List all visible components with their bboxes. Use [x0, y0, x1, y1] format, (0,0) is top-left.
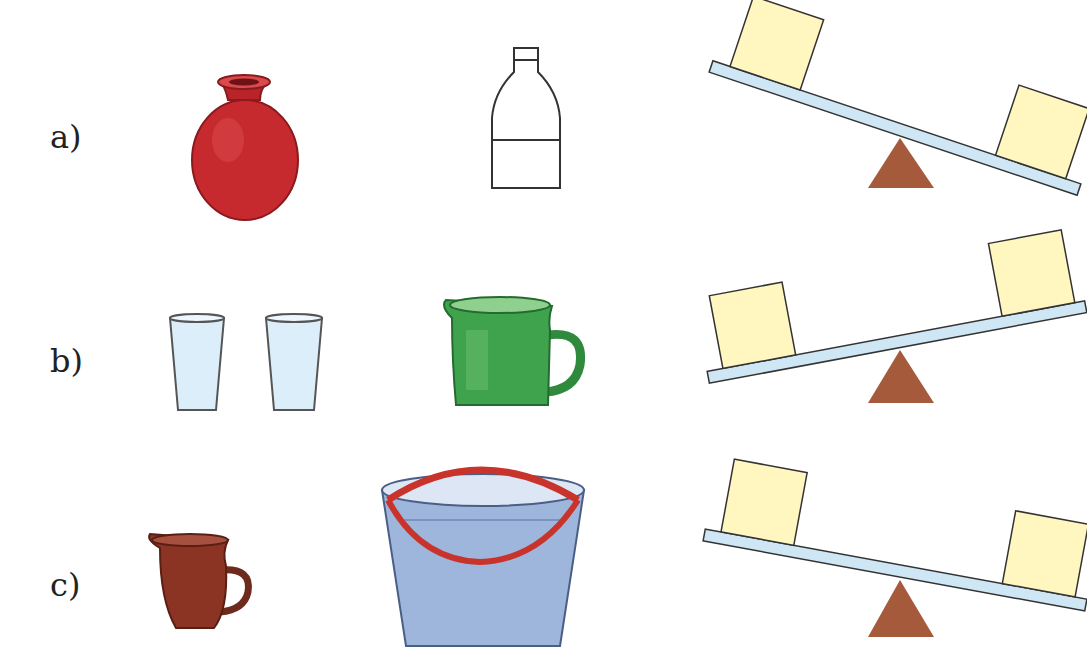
bottle: [492, 48, 560, 188]
bucket: [382, 470, 584, 646]
balance-c: [703, 456, 1087, 637]
row-label: a): [50, 118, 82, 156]
glasses: [170, 314, 322, 410]
row-label: c): [50, 566, 80, 604]
green-jug: [444, 297, 581, 405]
balance-b: [694, 228, 1087, 403]
balance-a: [709, 0, 1087, 195]
row-label: b): [50, 342, 83, 380]
brown-jug: [149, 534, 248, 628]
red-pot: [192, 75, 298, 220]
